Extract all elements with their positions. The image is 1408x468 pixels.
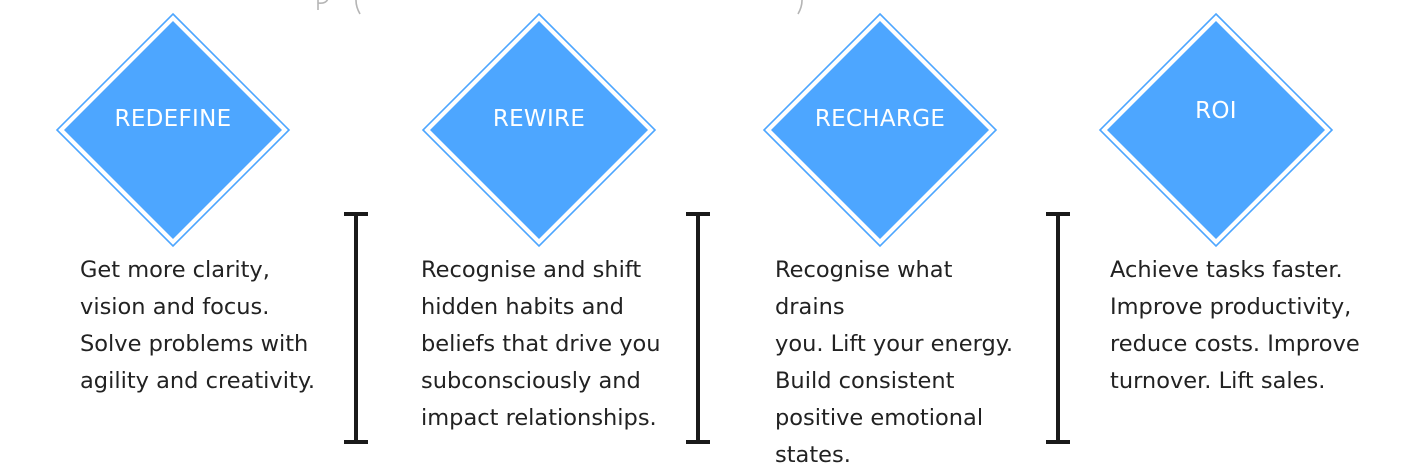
step-description-redefine: Get more clarity, vision and focus. Solv… — [80, 257, 316, 394]
step-label: ROI — [1195, 98, 1237, 124]
step-label: REDEFINE — [114, 106, 232, 132]
step-description-recharge: Recognise what drains you. Lift your ene… — [775, 257, 1014, 468]
step-description-rewire: Recognise and shift hidden habits and be… — [421, 257, 661, 431]
i-beam-bracket-icon — [1044, 212, 1072, 444]
diamond-shape — [1098, 12, 1334, 248]
diamond-shape — [762, 12, 998, 248]
step-diamond-redefine: REDEFINE — [55, 12, 291, 248]
cropped-heading-fragment — [300, 0, 820, 18]
step-label: RECHARGE — [814, 106, 946, 132]
step-description-roi: Achieve tasks faster. Improve productivi… — [1110, 257, 1360, 394]
step-diamond-roi: ROI — [1098, 12, 1334, 248]
diamond-shape — [55, 12, 291, 248]
step-diamond-rewire: REWIRE — [421, 12, 657, 248]
step-diamond-recharge: RECHARGE — [762, 12, 998, 248]
step-label: REWIRE — [492, 106, 586, 132]
i-beam-bracket-icon — [684, 212, 712, 444]
diamond-shape — [421, 12, 657, 248]
i-beam-bracket-icon — [342, 212, 370, 444]
